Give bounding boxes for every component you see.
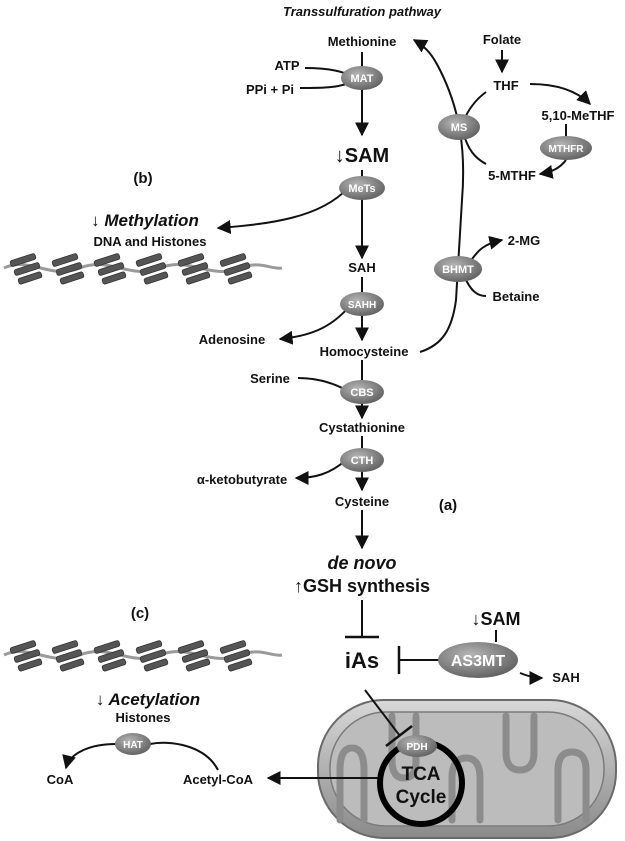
enzyme-mthfr: MTHFR: [540, 136, 592, 160]
label-sah: SAH: [348, 260, 375, 275]
label-de-novo: de novo: [327, 553, 396, 573]
enzyme-ms-label: MS: [451, 122, 468, 134]
label-sah-as3mt: SAH: [552, 670, 579, 685]
enzyme-hat-label: HAT: [123, 740, 143, 751]
label-adenosine: Adenosine: [199, 332, 265, 347]
enzyme-mets-label: MeTs: [348, 183, 375, 195]
label-ppi-pi: PPi + Pi: [246, 82, 294, 97]
enzyme-mets: MeTs: [339, 176, 385, 200]
label-sam-as3mt: ↓SAM: [472, 609, 521, 629]
enzyme-bhmt: BHMT: [434, 256, 482, 282]
dna-histone-strand-c: [3, 640, 283, 672]
label-510-methf: 5,10-MeTHF: [542, 108, 615, 123]
label-ketobutyrate: α-ketobutyrate: [197, 472, 287, 487]
methylation-title: ↓ Methylation: [91, 211, 199, 230]
label-coa: CoA: [47, 772, 74, 787]
tca-label-line1: TCA: [401, 764, 440, 785]
enzyme-mthfr-label: MTHFR: [549, 144, 585, 155]
label-ias: iAs: [345, 648, 379, 673]
label-2-mg: 2-MG: [508, 233, 541, 248]
label-acetyl-coa: Acetyl-CoA: [183, 772, 254, 787]
enzyme-sahh: SAHH: [340, 292, 384, 316]
panel-label-a: (a): [439, 497, 457, 514]
label-thf: THF: [493, 78, 518, 93]
enzyme-cbs: CBS: [340, 380, 384, 404]
label-cystathionine: Cystathionine: [319, 420, 405, 435]
enzyme-pdh: PDH: [397, 735, 437, 757]
enzyme-cbs-label: CBS: [350, 387, 373, 399]
enzyme-cth: CTH: [340, 448, 384, 472]
enzyme-as3mt: AS3MT: [438, 642, 518, 678]
label-homocysteine: Homocysteine: [320, 344, 409, 359]
panel-label-c: (c): [131, 605, 149, 622]
enzyme-hat: HAT: [115, 733, 151, 755]
label-betaine: Betaine: [493, 289, 540, 304]
enzyme-bhmt-label: BHMT: [442, 264, 474, 276]
label-serine: Serine: [250, 371, 290, 386]
panel-label-b: (b): [133, 170, 152, 187]
diagram-title: Transsulfuration pathway: [283, 4, 442, 19]
enzyme-as3mt-label: AS3MT: [451, 653, 505, 670]
label-5-mthf: 5-MTHF: [488, 168, 536, 183]
enzyme-sahh-label: SAHH: [348, 300, 376, 311]
label-gsh-synthesis: ↑GSH synthesis: [294, 576, 430, 596]
acetylation-title: ↓ Acetylation: [96, 690, 200, 709]
label-atp: ATP: [274, 58, 299, 73]
label-sam: ↓SAM: [335, 145, 389, 167]
label-cysteine: Cysteine: [335, 494, 389, 509]
enzyme-pdh-label: PDH: [406, 742, 427, 753]
enzyme-mat-label: MAT: [350, 73, 373, 85]
tca-label-line2: Cycle: [396, 787, 447, 808]
methylation-subtitle: DNA and Histones: [94, 234, 207, 249]
dna-histone-strand-b: [3, 253, 283, 285]
enzyme-ms: MS: [438, 114, 480, 140]
acetylation-subtitle: Histones: [116, 710, 171, 725]
mitochondrion: [317, 699, 617, 839]
enzyme-mat: MAT: [341, 66, 383, 90]
label-methionine: Methionine: [328, 34, 397, 49]
label-folate: Folate: [483, 32, 521, 47]
enzyme-cth-label: CTH: [351, 455, 374, 467]
